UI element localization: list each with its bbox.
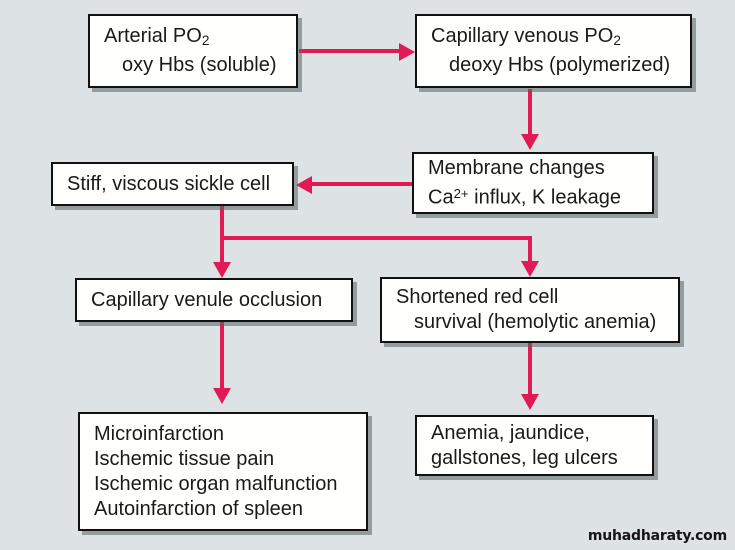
edge-sickle-bus-horizontal <box>220 236 532 240</box>
node-anemia-jaundice: Anemia, jaundice, gallstones, leg ulcers <box>415 415 654 476</box>
node-anemia-line-2: gallstones, leg ulcers <box>431 446 618 469</box>
node-membrane-changes: Membrane changes Ca2+ influx, K leakage <box>412 152 654 214</box>
node-membrane-calcium-text: Ca <box>428 186 454 209</box>
edge-shortened-to-anemia-line <box>528 343 532 397</box>
node-micro-line-3: Ischemic organ malfunction <box>94 472 338 495</box>
edge-occlusion-to-microinfarction-arrowhead <box>213 388 231 404</box>
edge-bus-to-occlusion-line <box>220 236 224 268</box>
node-arterial-line-1-text: Arterial PO <box>104 25 202 47</box>
node-stiff-viscous-sickle-cell: Stiff, viscous sickle cell <box>51 162 294 206</box>
node-occlusion-line-1: Capillary venule occlusion <box>91 288 323 311</box>
edge-bus-to-occlusion-arrowhead <box>213 262 231 278</box>
node-capillary-venous-line-2: deoxy Hbs (polymerized) <box>449 53 671 76</box>
node-membrane-line-1: Membrane changes <box>428 156 605 179</box>
edge-occlusion-to-microinfarction-line <box>220 322 224 390</box>
node-arterial-line-1: Arterial PO2 <box>90 24 296 53</box>
node-micro-line-2: Ischemic tissue pain <box>94 447 275 470</box>
node-membrane-influx-text: influx, K leakage <box>468 186 621 209</box>
node-shortened-red-cell-survival: Shortened red cell survival (hemolytic a… <box>380 277 680 343</box>
node-anemia-line-1: Anemia, jaundice, <box>431 421 590 444</box>
edge-shortened-to-anemia-arrowhead <box>521 394 539 410</box>
node-micro-line-4: Autoinfarction of spleen <box>94 497 304 520</box>
node-arterial-line-2: oxy Hbs (soluble) <box>122 53 277 76</box>
edge-arterial-to-capillary-arrowhead <box>399 43 415 61</box>
node-membrane-line-2: Ca2+ influx, K leakage <box>414 181 652 211</box>
node-arterial-po2: Arterial PO2 oxy Hbs (soluble) <box>88 14 298 88</box>
edge-sickle-bus-stem <box>220 206 224 240</box>
edge-capillary-to-membrane-arrowhead <box>521 134 539 150</box>
node-capillary-venous-line-1-text: Capillary venous PO <box>431 25 614 47</box>
node-capillary-venous-line-1: Capillary venous PO2 <box>417 24 690 53</box>
node-microinfarction-list: Microinfarction Ischemic tissue pain Isc… <box>78 412 368 531</box>
watermark-muhadharaty: muhadharaty.com <box>587 528 727 544</box>
edge-bus-to-shortened-line <box>528 236 532 268</box>
edge-bus-to-shortened-arrowhead <box>521 261 539 277</box>
edge-capillary-to-membrane-line <box>528 89 532 137</box>
subscript-two: 2 <box>613 32 621 48</box>
node-micro-line-1: Microinfarction <box>94 422 225 445</box>
node-sickle-line-1: Stiff, viscous sickle cell <box>67 172 271 195</box>
edge-membrane-to-sickle-line <box>311 182 412 186</box>
node-capillary-venous-po2: Capillary venous PO2 deoxy Hbs (polymeri… <box>415 14 692 88</box>
edge-membrane-to-sickle-arrowhead <box>296 176 312 194</box>
node-shortened-line-2: survival (hemolytic anemia) <box>414 311 657 333</box>
node-shortened-line-1: Shortened red cell <box>396 286 559 308</box>
node-capillary-venule-occlusion: Capillary venule occlusion <box>75 278 353 322</box>
edge-arterial-to-capillary-line <box>299 49 402 53</box>
superscript-two-plus: 2+ <box>453 185 469 201</box>
subscript-two: 2 <box>201 32 210 48</box>
